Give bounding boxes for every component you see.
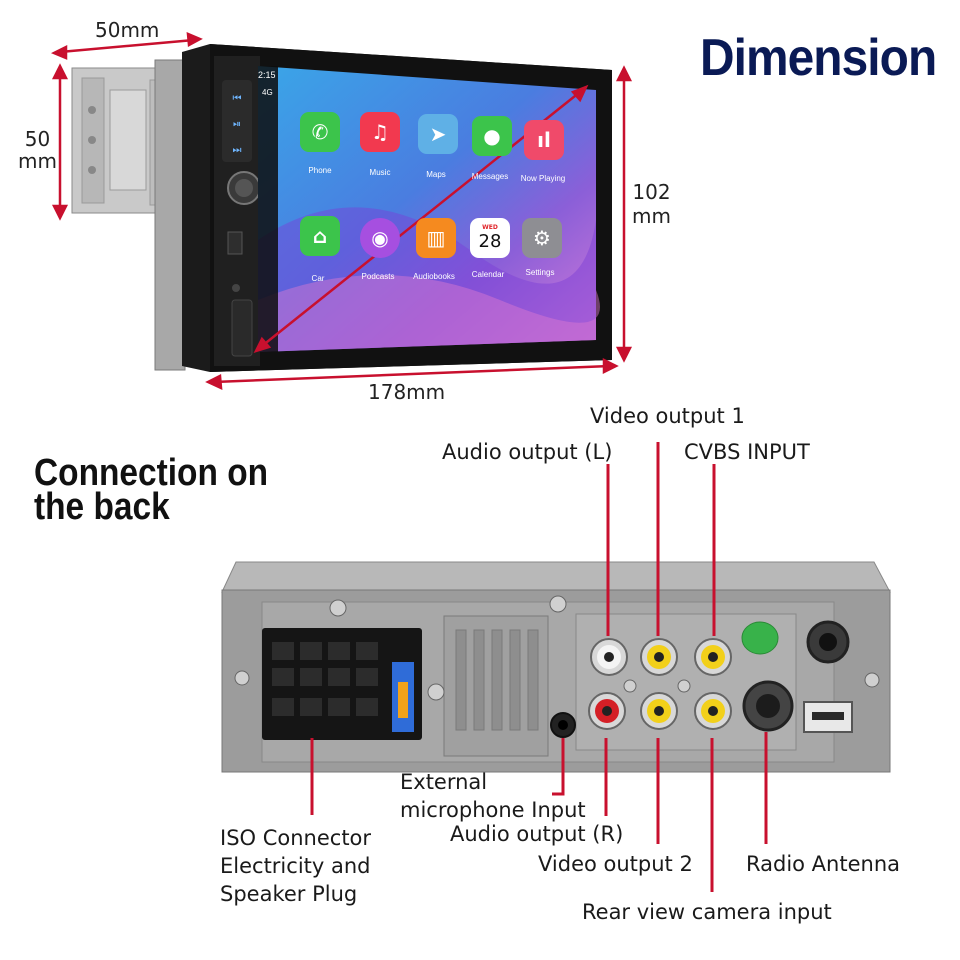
calendar-icon[interactable]: WED 28: [470, 218, 510, 258]
connection-heading: Connection on the back: [34, 452, 269, 528]
app-label-now-playing: Now Playing: [520, 174, 566, 183]
app-label-calendar: Calendar: [471, 270, 505, 279]
app-label-music: Music: [369, 168, 391, 177]
video-output-1-jack: [640, 638, 678, 676]
connection-heading-line2: the back: [34, 486, 170, 528]
label-radio-antenna: Radio Antenna: [746, 852, 901, 876]
label-iso-line2: Electricity and: [220, 854, 371, 878]
podcasts-icon[interactable]: ◉: [360, 218, 400, 258]
cvbs-input-jack: [694, 638, 732, 676]
status-signal: 4G: [262, 88, 273, 97]
side-button-stack: ⏮ ⏯ ⏭: [226, 86, 248, 164]
audiobooks-icon[interactable]: ▥: [416, 218, 456, 258]
phone-icon[interactable]: ✆: [300, 112, 340, 152]
label-external-mic-line2: microphone Input: [400, 798, 586, 822]
qc-sticker: [741, 621, 779, 655]
label-iso-connector: ISO Connector Electricity and Speaker Pl…: [220, 824, 371, 908]
audio-output-r-jack: [588, 692, 626, 730]
label-video-output-1: Video output 1: [590, 404, 745, 428]
width-label: 178mm: [368, 380, 446, 404]
app-label-car: Car: [311, 274, 325, 283]
label-iso-line1: ISO Connector: [220, 826, 372, 850]
iso-connector: [262, 628, 422, 740]
label-rear-camera: Rear view camera input: [582, 900, 832, 924]
carplay-app-grid: ✆ Phone ♫ Music ➤ Maps ● Messages ıl Now…: [0, 0, 960, 420]
depth-label: 50mm: [95, 18, 160, 42]
dimension-heading: Dimension: [700, 29, 937, 87]
app-label-messages: Messages: [471, 172, 509, 181]
rear-camera-input-jack: [694, 692, 732, 730]
audio-output-l-jack: [590, 638, 628, 676]
next-track-button[interactable]: ⏭: [232, 145, 242, 156]
connection-heading-line1: Connection on: [34, 452, 269, 494]
prev-track-button[interactable]: ⏮: [232, 93, 242, 104]
label-audio-output-r: Audio output (R): [450, 822, 624, 846]
label-iso-line3: Speaker Plug: [220, 882, 358, 906]
app-label-settings: Settings: [525, 268, 555, 277]
music-icon[interactable]: ♫: [360, 112, 400, 152]
cage-height-value: 50: [24, 127, 51, 151]
home-icon[interactable]: ⌂: [300, 216, 340, 256]
app-label-audiobooks: Audiobooks: [413, 272, 455, 281]
app-label-podcasts: Podcasts: [361, 272, 395, 281]
messages-icon[interactable]: ●: [472, 116, 512, 156]
label-cvbs-input: CVBS INPUT: [684, 440, 810, 464]
cage-height-label: 50 mm: [18, 128, 57, 172]
calendar-day: WED: [482, 224, 498, 231]
leader-lines: [310, 442, 768, 892]
cage-height-unit: mm: [18, 149, 57, 173]
label-external-mic: External microphone Input: [400, 768, 586, 824]
app-label-maps: Maps: [426, 170, 446, 179]
head-unit-back-illustration: [221, 442, 891, 892]
calendar-date: 28: [478, 231, 502, 252]
label-audio-output-l: Audio output (L): [442, 440, 613, 464]
now-playing-icon[interactable]: ıl: [524, 120, 564, 160]
front-height-value: 102: [632, 180, 671, 204]
settings-icon[interactable]: ⚙: [522, 218, 562, 258]
front-height-unit: mm: [632, 204, 671, 228]
label-external-mic-line1: External: [400, 770, 488, 794]
maps-icon[interactable]: ➤: [418, 114, 458, 154]
play-pause-button[interactable]: ⏯: [233, 119, 241, 130]
app-label-phone: Phone: [308, 166, 332, 175]
video-output-2-jack: [640, 692, 678, 730]
label-video-output-2: Video output 2: [538, 852, 693, 876]
front-height-label: 102 mm: [632, 180, 671, 228]
status-time: 2:15: [258, 70, 276, 80]
